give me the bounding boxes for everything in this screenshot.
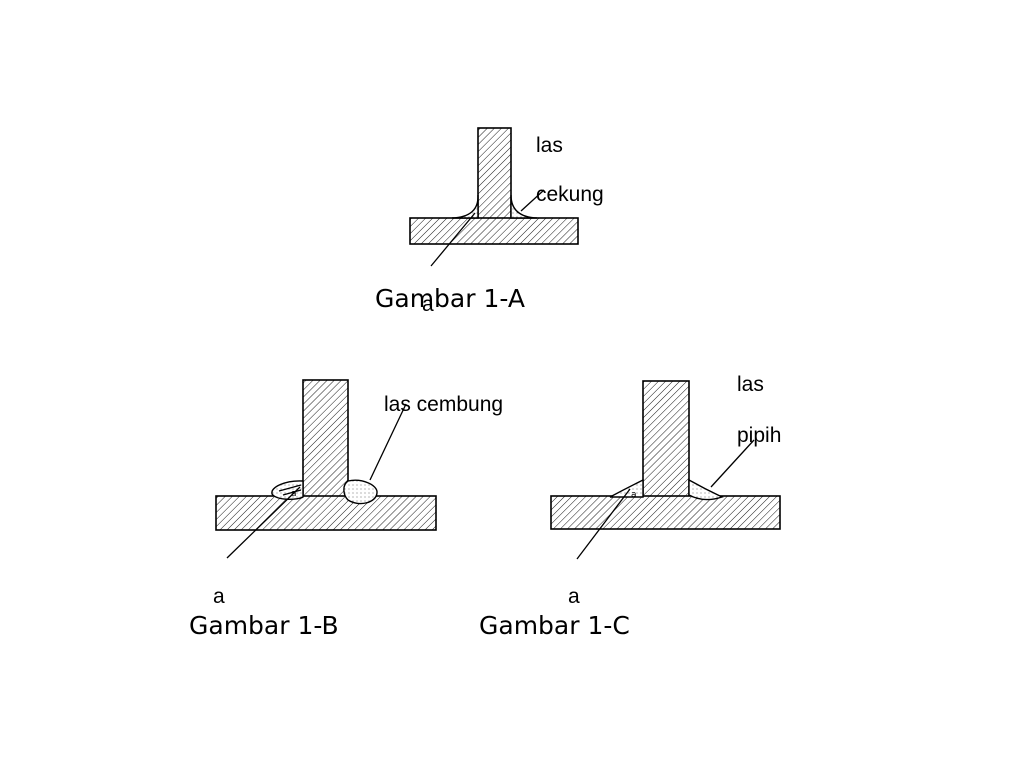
- figure-1a-label-line1: las: [536, 134, 563, 157]
- figure-1b-web-plate: [302, 379, 349, 498]
- figure-1a-label-leader: [520, 189, 545, 212]
- figure-1c-web-plate: [642, 380, 690, 498]
- figure-1c-weld-left: [609, 478, 644, 498]
- figure-1a-dimension-leader: [430, 212, 476, 267]
- figure-1c-weld-right: [688, 478, 724, 501]
- figure-1b-caption: Gambar 1-B: [189, 611, 339, 640]
- figure-1b-dimension-leader: [226, 486, 301, 559]
- figure-1c-label-line1: las: [737, 373, 764, 396]
- figure-1c-dimension-label: a: [568, 585, 580, 608]
- figure-1b-label-leader: [369, 403, 407, 481]
- figure-1b: a las cembung a Gambar 1-B: [189, 379, 503, 640]
- figure-1b-weld-left: [271, 480, 304, 500]
- figure-1a-caption: Gambar 1-A: [375, 284, 525, 313]
- figure-1b-weld-throat-mark: a: [291, 489, 297, 499]
- figure-1b-weld-mark-1: [278, 484, 302, 492]
- figure-1c-caption: Gambar 1-C: [479, 611, 630, 640]
- figure-1c-label-leader: [710, 439, 755, 488]
- figure-1a-base-plate: [409, 217, 579, 245]
- figure-1a-weld-right: [510, 194, 538, 219]
- figure-1b-label: las cembung: [384, 393, 503, 416]
- figure-1a: las cekung Gambar 1-A a: [375, 127, 604, 316]
- figure-1b-base-plate: [215, 495, 437, 531]
- figure-1c-weld-throat-mark: a: [631, 490, 637, 500]
- figure-1a-label-line2: cekung: [536, 183, 604, 206]
- figure-1c: a las pipih a Gambar 1-C: [479, 373, 781, 640]
- figure-1a-web-plate: [477, 127, 512, 220]
- figure-1a-dimension-label: a: [422, 293, 434, 316]
- figure-1b-dimension-label: a: [213, 585, 225, 608]
- figure-1c-base-plate: [550, 495, 781, 530]
- figure-1b-weld-mark-2: [282, 489, 302, 496]
- figure-1c-dimension-leader: [576, 488, 631, 560]
- figure-1b-weld-right: [343, 479, 378, 505]
- figure-1c-label-line2: pipih: [737, 424, 781, 447]
- figure-1a-weld-left: [451, 194, 479, 219]
